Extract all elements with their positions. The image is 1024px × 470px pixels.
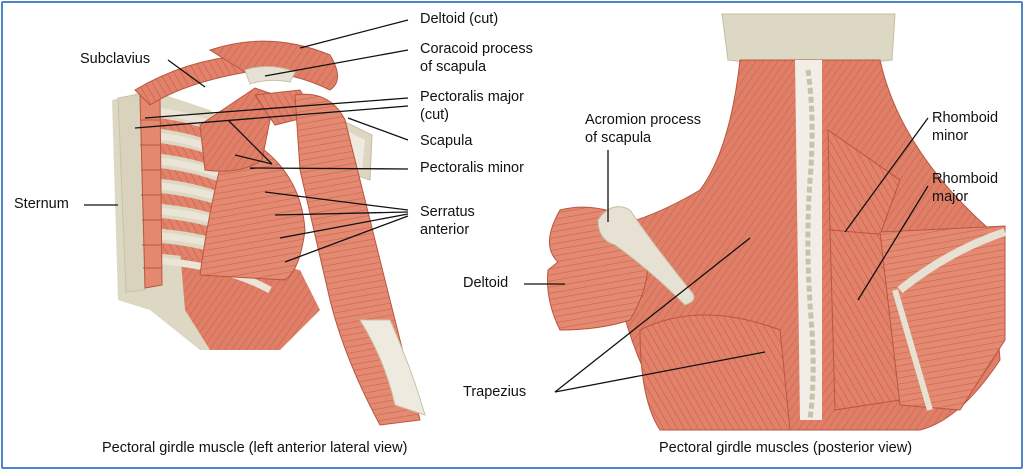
- sternum-bone: [117, 93, 146, 293]
- label-rhomboid-major-line2: major: [932, 189, 969, 205]
- label-coracoid-process-line1: Coracoid process: [420, 41, 533, 57]
- label-rhomboid-major-line1: Rhomboid: [932, 171, 999, 187]
- label-subclavius: Subclavius: [80, 51, 151, 67]
- label-pectoralis-major-line1: Pectoralis major: [420, 89, 524, 105]
- scapula-spine-right: [897, 228, 1007, 294]
- vertebral-column: [805, 69, 816, 421]
- label-coracoid-process-line2: of scapula: [420, 59, 487, 75]
- label-acromion-process-line1: Acromion process: [585, 112, 702, 128]
- intercostals: [150, 117, 270, 285]
- label-serratus-anterior-line1: Serratus: [420, 204, 475, 220]
- caption-posterior-view: Pectoral girdle muscles (posterior view): [659, 440, 913, 456]
- label-sternum: Sternum: [14, 196, 69, 212]
- label-deltoid-cut: Deltoid (cut): [420, 11, 499, 27]
- label-deltoid: Deltoid: [463, 275, 509, 291]
- label-trapezius: Trapezius: [463, 384, 527, 400]
- left-leader-lines: [84, 19, 409, 263]
- right-leader-lines: [524, 117, 929, 393]
- caption-left-view: Pectoral girdle muscle (left anterior la…: [102, 440, 408, 456]
- acromion-process: [597, 206, 695, 306]
- lower-back: [639, 314, 791, 431]
- forearm-tendon: [359, 319, 426, 416]
- left-anterior-view: [112, 40, 426, 426]
- label-rhomboid-minor-line2: minor: [932, 128, 969, 144]
- label-scapula: Scapula: [420, 133, 473, 149]
- scapula-right: [879, 225, 1006, 411]
- label-serratus-anterior-line2: anterior: [420, 222, 470, 238]
- spine-tendon: [795, 60, 822, 420]
- skull-base: [721, 13, 896, 66]
- label-pectoralis-minor: Pectoralis minor: [420, 160, 524, 176]
- right-posterior-view: [547, 13, 1007, 431]
- label-pectoralis-major-line2: (cut): [420, 107, 449, 123]
- label-rhomboid-minor-line1: Rhomboid: [932, 110, 999, 126]
- label-acromion-process-line2: of scapula: [585, 130, 652, 146]
